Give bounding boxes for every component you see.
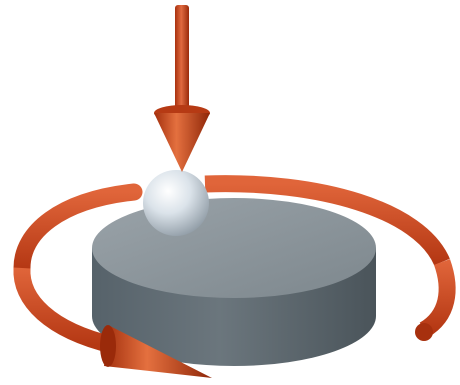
vertical-load-arrow — [154, 5, 210, 172]
ball-indenter — [143, 170, 209, 236]
load-arrow-shaft — [175, 5, 189, 113]
rotation-arrowhead-base — [100, 325, 116, 367]
load-arrow-cone — [154, 113, 210, 172]
rotation-arrow-right-front — [424, 262, 447, 330]
rotation-arrow-tail-end — [415, 323, 433, 341]
disk-top — [92, 198, 376, 298]
